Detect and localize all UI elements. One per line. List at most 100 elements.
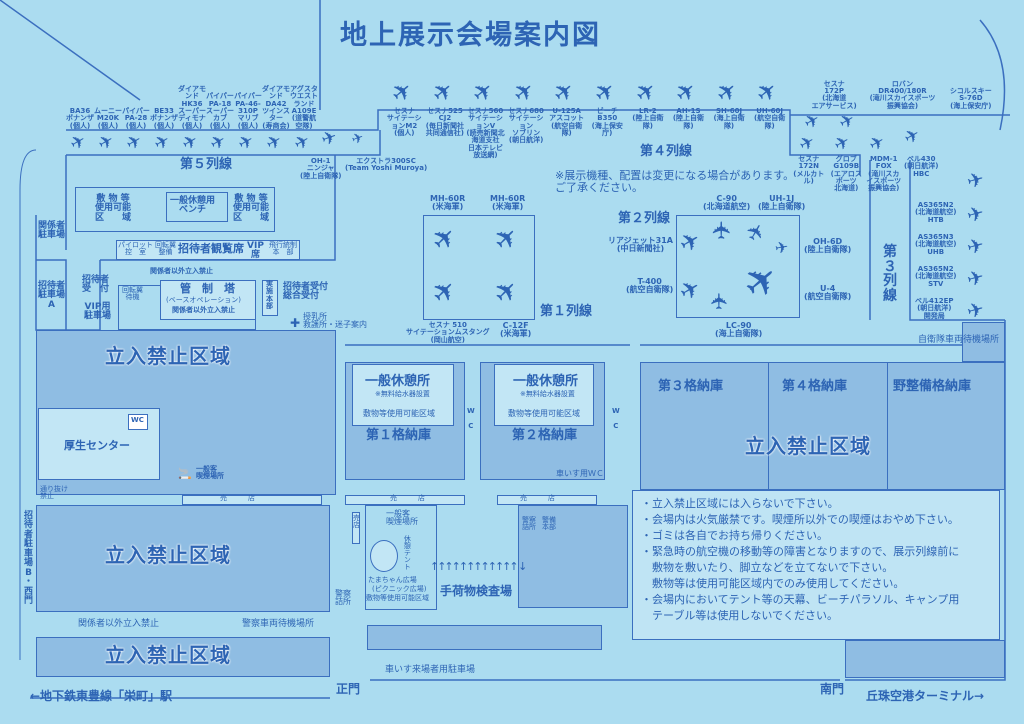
row3-aircraft-label: グロブ G109B (エアロスポーツ 北海道) (830, 155, 862, 193)
security-area (518, 505, 628, 608)
bench-area (166, 192, 228, 222)
rest-area-1 (352, 364, 454, 426)
staff-only-3: 関係者以外立入禁止 (78, 619, 160, 629)
event-hq: 実 施 本 部 (266, 280, 273, 311)
mat-ok-3: 敷物等使用可能区域 (366, 594, 429, 602)
row5-aircraft-label: アグスタウエストランド A109E (道警航空隊) (290, 84, 318, 130)
row4-aircraft-label: UH-60J (航空自衛隊) (754, 107, 786, 130)
rule-2: ・会場内は火気厳禁です。喫煙所以外での喫煙はおやめ下さい。 (641, 513, 959, 526)
row5-aircraft-label: ダイアモンド DA42 ツインスター (寿商会) (262, 84, 290, 130)
shop-label-4: 売 店 (353, 514, 360, 530)
wc-v-1: W C (467, 407, 475, 430)
row-5-aircraft-labels: BA36 ボナンザ (個人)ムーニー M20K (個人)パイパー PA-28 (… (66, 50, 318, 130)
rotor-waiting: 回転翼 待機 (122, 286, 143, 302)
row3-aircraft-label: AS365N2 (北海道航空) HTB (915, 201, 957, 224)
row5-aircraft-label: パイパー PA-28 (個人) (122, 106, 150, 130)
row4-aircraft-label: U-125A アスコット (航空自衛隊) (549, 107, 585, 138)
security-hq: 警備 本部 (542, 516, 556, 532)
row-1-label: 第１列線 (540, 304, 593, 319)
row3-aircraft-label: ベル430 (朝日航洋) HBC (904, 155, 939, 178)
hangar-4-label: 第４格納庫 (782, 379, 848, 394)
row3-aircraft-label: AS365N2 (北海道航空) STV (915, 265, 957, 288)
row-1-display-area (423, 215, 535, 320)
south-gate: 南門 (820, 682, 845, 696)
row1-aircraft-label: MH-60R (米海軍) (430, 194, 466, 212)
police-box-2: 警察 詰所 (522, 516, 536, 532)
row4-aircraft-label: セスナ560 サイテーションV (読売新聞北海道支社 日本テレビ放送網) (466, 107, 505, 160)
top-right-aircraft-label: シコルスキー S-76D (海上保安庁) (949, 86, 992, 110)
row-4-aircraft-labels: セスナ サイテーションM2 (個人)セスナ525 CJ2 (毎日新聞社 共同通信… (384, 107, 790, 160)
row4-aircraft-label: ビーチ B350 (海上保安庁) (591, 107, 623, 138)
bottom-building (367, 625, 602, 650)
shop-4 (352, 512, 360, 544)
no-through: 通り抜け 禁止 (40, 485, 68, 501)
row5-aircraft-label: OH-1 ニンジャ (陸上自衛隊) (300, 157, 342, 180)
row5-aircraft-label: パイパー PA-46-310P マリブ (個人) (234, 92, 262, 130)
first-aid-cross-icon: ✚ (290, 316, 301, 330)
rest-area-2 (494, 364, 594, 426)
guest-parking-a: 招待者 駐車場 A (38, 281, 66, 310)
shop-2 (345, 495, 465, 505)
field-hangar-label: 野整備格納庫 (893, 379, 972, 394)
wheelchair-parking: 車いす来場者用駐車場 (385, 665, 476, 675)
shop-label-1: 売 店 (220, 494, 255, 502)
wc-label-1: WC (131, 416, 144, 424)
smoking-area-1: 一般客 喫煙場所 (196, 465, 224, 481)
sdf-vehicle-waiting: 自衛隊車両待機場所 (918, 335, 1000, 345)
rule-4: ・緊急時の航空機の移動等の障害となりますので、展示列線前に 敷物を敷いたり、脚立… (641, 545, 960, 590)
hangar-4 (768, 362, 888, 490)
row4-aircraft-label: セスナ525 CJ2 (毎日新聞社 共同通信社) (425, 107, 464, 138)
rest-area-2-label: 一般休憩所 (513, 374, 579, 389)
staff-only-2: 関係者以外立入禁止 (172, 306, 235, 314)
restricted-area-2 (36, 505, 330, 612)
row4-aircraft-label: AH-1S (陸上自衛隊) (672, 107, 705, 130)
row5-aircraft-label: BE33 ボナンザ (個人) (150, 106, 178, 130)
rule-5: ・会場内においてテント等の天幕、ビーチパラソル、キャンプ用 テーブル等は使用しな… (641, 593, 960, 622)
tama-plaza-label: たまちゃん広場 (368, 576, 417, 584)
shop-label-3: 売 店 (520, 494, 555, 502)
row-2-display-area (676, 215, 800, 318)
row3-aircraft-label: MDM-1 FOX (滝川スカイスポーツ 振興協会) (866, 155, 902, 193)
hangar-1-label: 第１格納庫 (366, 428, 432, 443)
row4-aircraft-label: セスナ サイテーションM2 (個人) (386, 107, 422, 138)
staff-only-1: 関係者以外立入禁止 (150, 267, 213, 275)
baggage-check: 手荷物検査場 (440, 584, 513, 598)
rules-notice-box: ・立入禁止区域には入らないで下さい。 ・会場内は火気厳禁です。喫煙所以外での喫煙… (632, 490, 1000, 640)
main-gate: 正門 (336, 682, 361, 696)
row2-aircraft-label: C-90 (北海道航空) (703, 194, 751, 212)
wc-v-2: W C (612, 407, 620, 430)
row1-aircraft-label: C-12F (米海軍) (500, 321, 532, 339)
bottom-right-zone (845, 640, 1005, 678)
row2-aircraft-label: OH-6D (陸上自衛隊) (804, 237, 852, 255)
restricted-label-1: 立入禁止区域 (105, 344, 231, 368)
row3-aircraft-label: ベル412EP (朝日航洋) 開発局 (915, 297, 954, 320)
row-3-top-aircraft-labels: セスナ 172N (メルカトル)グロブ G109B (エアロスポーツ 北海道)M… (790, 155, 940, 193)
terminal-direction: 丘珠空港ターミナル→ (866, 689, 985, 703)
rest-tent: 休憩テント (403, 535, 412, 570)
police-vehicle-waiting: 警察車両待機場所 (242, 619, 315, 629)
control-tower-sub: (ベースオペレーション) (166, 296, 241, 304)
control-tower-label: 管 制 塔 (180, 282, 235, 295)
top-right-aircraft-label: ロバン DR400/180R (滝川スカイスポーツ 振興協会) (869, 79, 936, 110)
top-right-aircraft-label: セスナ 172P (北海道 エアサービス) (811, 79, 857, 110)
row1-aircraft-label: セスナ 510 サイテーションムスタング (岡山航空) (406, 321, 490, 344)
sdf-vehicle-area (962, 322, 1005, 362)
row4-aircraft-label: セスナ680 サイテーション ソブリン (朝日航洋) (508, 107, 544, 145)
row-2-label: 第２列線 (618, 211, 671, 226)
row5-aircraft-label: BA36 ボナンザ (個人) (66, 106, 94, 130)
row5-aircraft-label: ダイアモンド HK36 スーパーディモナ (個人) (178, 84, 206, 130)
restricted-label-3: 立入禁止区域 (105, 643, 231, 667)
guest-parking-b-west-gate: 招 待 者 駐 車 場 B ・ 西 門 (24, 511, 34, 606)
mat-ok-2: 敷物等使用可能区域 (508, 409, 580, 418)
rule-3: ・ゴミは各自でお持ち帰りください。 (641, 529, 828, 542)
flight-control-hq: 飛行統制 本 部 (269, 241, 297, 257)
aircraft-icon: ✈ (708, 291, 734, 311)
pilot-room: パイロット 控 室 (118, 241, 153, 257)
row-4-label: 第４列線 (640, 144, 693, 159)
staff-parking: 関係者 駐車場 (38, 221, 66, 241)
row5-aircraft-label: パイパー PA-18 スーパーカブ (個人) (206, 92, 234, 130)
rest-area-1-label: 一般休憩所 (365, 374, 431, 389)
smoking-icon: 🚬 (178, 467, 192, 480)
welfare-center-label: 厚生センター (64, 439, 130, 452)
hangar-3-label: 第３格納庫 (658, 379, 724, 394)
